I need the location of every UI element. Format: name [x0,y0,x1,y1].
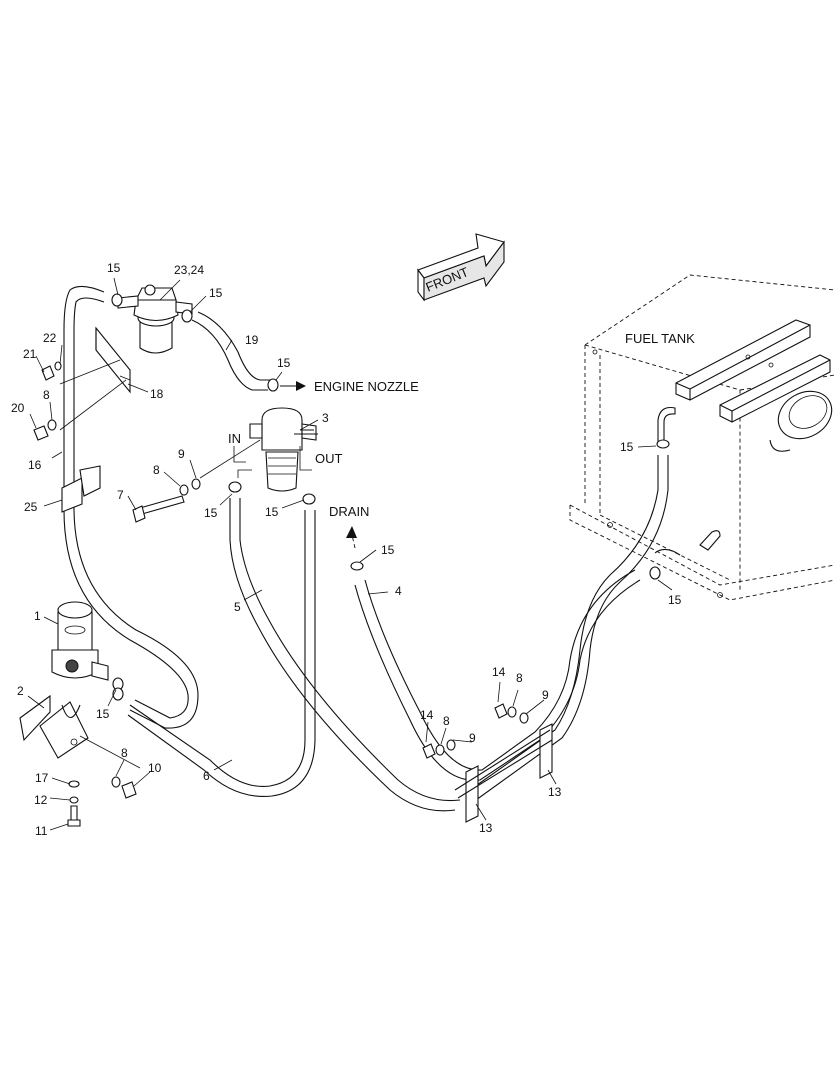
callout-8: 8 [443,714,450,728]
callout-9: 9 [178,447,185,461]
bracket-2 [19,694,89,759]
callout-8: 8 [121,746,128,760]
callout-21: 21 [23,347,37,361]
callout-14: 14 [420,708,434,722]
leader-lines [27,277,673,831]
callout-10: 10 [148,761,162,775]
front-arrow: FRONT [417,233,505,302]
callout-18: 18 [150,387,164,401]
callout-8: 8 [153,463,160,477]
callout-8: 8 [516,671,523,685]
fuel-tank [569,274,835,601]
callout-15: 15 [96,707,110,721]
callout-15: 15 [107,261,121,275]
callout-3: 3 [322,411,329,425]
in-caption: IN [228,431,241,446]
drain-caption: DRAIN [329,504,369,519]
bracket-18 [95,326,131,394]
callout-13: 13 [479,821,493,835]
callout-19: 19 [245,333,259,347]
callout-22: 22 [43,331,57,345]
callout-13: 13 [548,785,562,799]
callout-2: 2 [17,684,24,698]
callout-1: 1 [34,609,41,623]
callout-15: 15 [277,356,291,370]
callout-15: 15 [620,440,634,454]
callout-8: 8 [43,388,50,402]
callout-15: 15 [381,543,395,557]
hose-clamps [454,723,553,823]
callout-7: 7 [117,488,124,502]
engine-nozzle-caption: ENGINE NOZZLE [314,379,419,394]
callout-15: 15 [204,506,218,520]
callout-15: 15 [265,505,279,519]
out-caption: OUT [315,451,343,466]
callout-20: 20 [11,401,25,415]
callout-6: 6 [203,769,210,783]
callout-14: 14 [492,665,506,679]
callout-9: 9 [542,688,549,702]
callout-11: 11 [35,824,48,838]
callout-5: 5 [234,600,241,614]
callout-numbers: 15 23,24 15 19 15 22 21 18 8 20 3 16 9 8… [11,261,682,838]
callout-15: 15 [668,593,682,607]
callout-16: 16 [28,458,42,472]
fasteners [33,293,670,827]
fuel-filter-top [117,284,193,354]
fuel-hoses [63,285,669,812]
feed-pump [51,601,109,681]
water-separator [249,407,318,492]
callout-17: 17 [35,771,49,785]
callout-25: 25 [24,500,38,514]
callout-15: 15 [209,286,223,300]
callout-4: 4 [395,584,402,598]
callout-12: 12 [34,793,48,807]
callout-23-24: 23,24 [174,263,204,277]
fuel-tank-caption: FUEL TANK [625,331,695,346]
callout-9: 9 [469,731,476,745]
